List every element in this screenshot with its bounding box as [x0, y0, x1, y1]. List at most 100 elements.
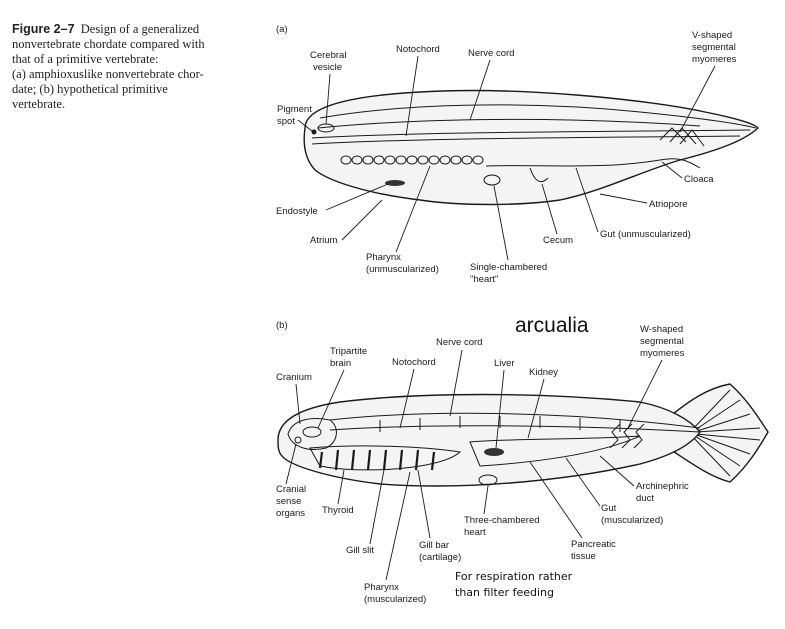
label-cerebral-vesicle: Cerebral — [310, 50, 346, 61]
label-v-myomeres: segmental — [692, 42, 736, 53]
label-archinephric-duct: duct — [636, 493, 654, 504]
label-tripartite-brain: Tripartite — [330, 346, 367, 357]
heart — [483, 174, 501, 186]
leader-line — [541, 183, 558, 235]
label-v-myomeres: V-shaped — [692, 30, 732, 41]
leader-line — [369, 469, 385, 545]
label-pharynx: Pharynx — [366, 252, 401, 263]
gill-bars — [318, 449, 436, 471]
label-heart: "heart" — [470, 274, 498, 285]
label-cranial-sense-organs: Cranial — [276, 484, 306, 495]
label-kidney: Kidney — [529, 367, 558, 378]
panel-b-tag: (b) — [276, 320, 288, 331]
leader-line — [565, 457, 601, 507]
vertebrate-body — [277, 393, 701, 487]
leader-line — [285, 443, 297, 485]
three-chambered-heart — [478, 474, 498, 486]
leader-line — [325, 73, 331, 125]
annotation-respiration: For respiration rather than filter feedi… — [455, 569, 615, 601]
label-pharynx-b: (muscularized) — [364, 594, 426, 605]
panel-a: (a) — [276, 24, 759, 285]
label-cloaca: Cloaca — [684, 174, 714, 185]
label-gill-bar: (cartilage) — [419, 552, 461, 563]
figure-number: Figure 2–7 — [12, 22, 75, 36]
annotation-arcualia: arcualia — [515, 314, 589, 337]
notochord-b — [329, 425, 701, 433]
leader-line — [527, 378, 545, 439]
fin-rays — [689, 389, 761, 477]
dorsal-fin-line — [319, 104, 757, 129]
leader-line — [575, 167, 599, 233]
panel-a-tag: (a) — [276, 24, 288, 35]
leader-line — [317, 369, 345, 429]
caption-line: vertebrate. — [12, 97, 66, 111]
label-gut-b: (muscularized) — [601, 515, 663, 526]
label-archinephric-duct: Archinephric — [636, 481, 689, 492]
label-cecum: Cecum — [543, 235, 573, 246]
label-notochord-b: Notochord — [392, 357, 436, 368]
nerve-cord-b — [329, 412, 701, 429]
label-atrium: Atrium — [310, 235, 338, 246]
label-cranial-sense-organs: sense — [276, 496, 301, 507]
label-w-myomeres: W-shaped — [640, 324, 683, 335]
label-gut-b: Gut — [601, 503, 617, 514]
label-atriopore: Atriopore — [649, 199, 688, 210]
leader-line — [385, 471, 411, 581]
leader-line — [495, 369, 505, 449]
leader-line — [395, 165, 431, 253]
label-heart: Single-chambered — [470, 262, 547, 273]
annotation-line: than filter feeding — [455, 586, 554, 599]
arcualia-segments — [379, 416, 621, 432]
annotation-line: For respiration rather — [455, 570, 573, 583]
label-cerebral-vesicle: vesicle — [313, 62, 342, 73]
caption-line: (a) amphioxuslike nonvertebrate chor- — [12, 67, 204, 81]
label-pharynx-b: Pharynx — [364, 582, 399, 593]
label-gill-slit: Gill slit — [346, 545, 374, 556]
label-v-myomeres: myomeres — [692, 54, 737, 65]
leader-line — [417, 469, 431, 539]
figure-caption: Figure 2–7 Design of a generalized nonve… — [12, 22, 267, 112]
tail-fin — [667, 383, 769, 483]
leader-line — [493, 185, 509, 261]
label-pancreatic-tissue: tissue — [571, 551, 596, 562]
label-w-myomeres: segmental — [640, 336, 684, 347]
endostyle — [385, 180, 405, 186]
label-pharynx: (unmuscularized) — [366, 264, 439, 275]
leader-line — [679, 65, 716, 133]
amphioxus-body — [303, 89, 759, 206]
liver — [484, 448, 504, 456]
caption-line: nonvertebrate chordate compared with — [12, 37, 205, 51]
nerve-cord — [317, 118, 701, 129]
leader-line — [599, 193, 648, 204]
caption-line: that of a primitive vertebrate: — [12, 52, 159, 66]
cranium — [287, 418, 337, 450]
label-pigment-spot: spot — [277, 116, 295, 127]
leader-line — [599, 455, 635, 487]
label-tripartite-brain: brain — [330, 358, 351, 369]
leader-line — [337, 469, 345, 505]
label-cranial-sense-organs: organs — [276, 508, 305, 519]
leader-line — [469, 59, 491, 121]
label-gut: Gut (unmuscularized) — [600, 229, 691, 240]
label-heart-b: Three-chambered — [464, 515, 540, 526]
gut-b — [469, 435, 641, 467]
leader-line — [325, 183, 389, 211]
leader-line — [661, 161, 683, 179]
leader-line — [627, 359, 663, 429]
panel-b: (b) — [276, 320, 769, 605]
leader-line — [295, 383, 301, 425]
leader-line — [405, 55, 419, 137]
gut — [485, 158, 701, 169]
caption-line: Design of a generalized — [80, 22, 200, 36]
label-w-myomeres: myomeres — [640, 348, 685, 359]
notochord-lower — [311, 135, 741, 145]
leader-line — [483, 485, 489, 515]
leader-line — [341, 199, 383, 241]
label-gill-bar: Gill bar — [419, 540, 449, 551]
label-endostyle: Endostyle — [276, 206, 318, 217]
cranial-sense-organ — [294, 436, 302, 444]
label-nerve-cord-b: Nerve cord — [436, 337, 482, 348]
label-cranium: Cranium — [276, 372, 312, 383]
label-nerve-cord: Nerve cord — [468, 48, 514, 59]
